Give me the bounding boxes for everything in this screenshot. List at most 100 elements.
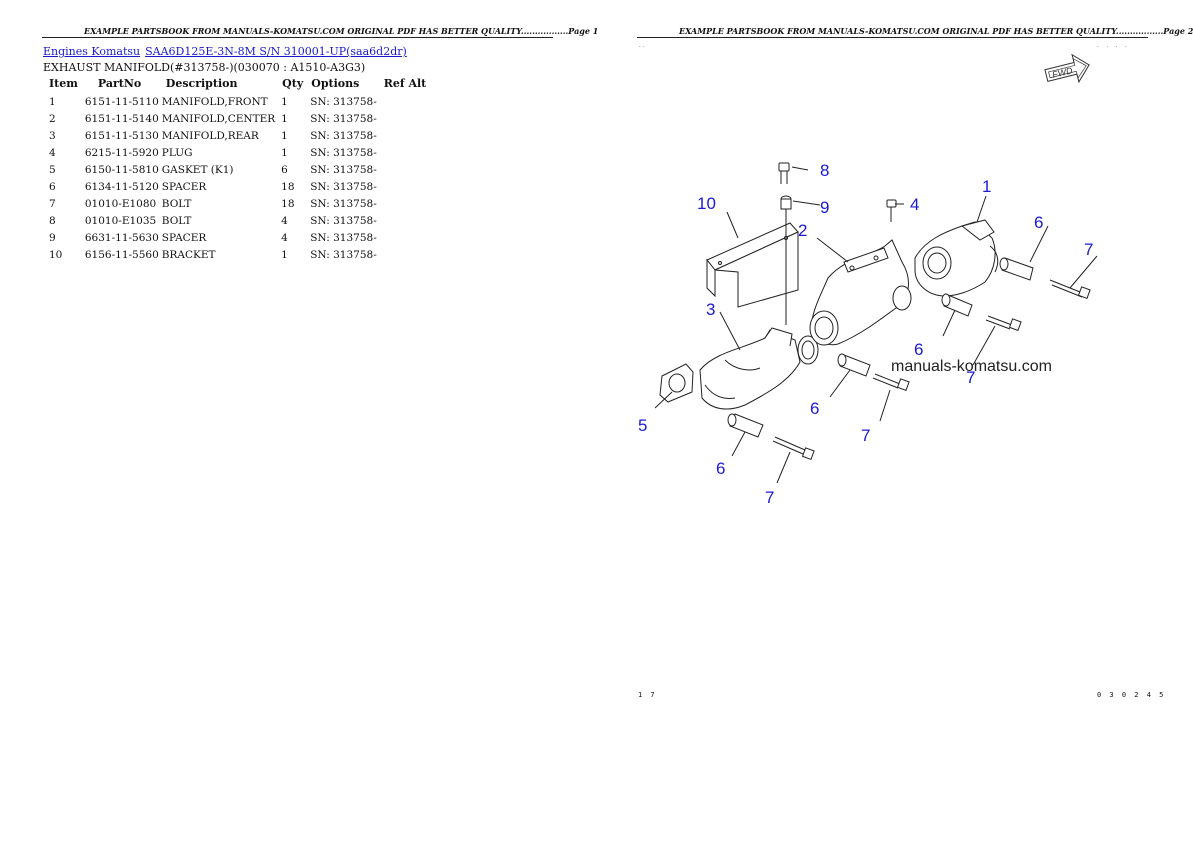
cell-description: MANIFOLD,CENTER	[161, 112, 276, 125]
cell-options: SN: 313758-	[310, 163, 377, 176]
breadcrumb: Engines Komatsu SAA6D125E-3N-8M S/N 31000…	[43, 45, 407, 58]
cell-item: 8	[49, 214, 56, 227]
breadcrumb-link-engines[interactable]: Engines Komatsu	[43, 45, 141, 58]
callout-3: 3	[706, 300, 715, 319]
center-manifold-drawing	[809, 239, 912, 346]
cell-options: SN: 313758-	[310, 214, 377, 227]
cell-partno: 6151-11-5140	[84, 112, 159, 125]
front-manifold-drawing	[914, 219, 999, 297]
cell-description: GASKET (K1)	[161, 163, 234, 176]
cell-refalt	[380, 127, 431, 144]
cell-refalt	[380, 229, 431, 246]
cell-description: SPACER	[161, 231, 207, 244]
fwd-label: FWD	[1051, 65, 1074, 80]
cell-item: 4	[49, 146, 56, 159]
callout-5: 5	[638, 416, 647, 435]
footer-left-code: 1 7	[638, 691, 657, 699]
bracket-part-drawing	[706, 222, 799, 308]
cell-description: MANIFOLD,FRONT	[161, 95, 268, 108]
cell-qty: 18	[281, 197, 295, 210]
cell-qty: 1	[281, 129, 288, 142]
callout-9: 9	[820, 198, 829, 217]
cell-refalt	[380, 93, 431, 110]
cell-qty: 1	[281, 95, 288, 108]
cell-refalt	[380, 212, 431, 229]
cell-options: SN: 313758-	[310, 146, 377, 159]
cell-description: PLUG	[161, 146, 193, 159]
cell-partno: 6151-11-5110	[84, 95, 159, 108]
parts-list-page: EXAMPLE PARTSBOOK FROM MANUALS-KOMATSU.C…	[0, 0, 598, 842]
cell-options: SN: 313758-	[310, 95, 377, 108]
cell-qty: 18	[281, 180, 295, 193]
callout-2: 2	[798, 221, 807, 240]
callout-6: 6	[1034, 213, 1043, 232]
cell-description: SPACER	[161, 180, 207, 193]
cell-options: SN: 313758-	[310, 248, 377, 261]
cell-refalt	[380, 195, 431, 212]
parts-table: Item PartNo Description Qty Options Ref …	[43, 77, 430, 263]
cell-qty: 4	[281, 231, 288, 244]
bolt-drawings	[772, 279, 1091, 461]
cell-options: SN: 313758-	[310, 231, 377, 244]
column-header-partno: PartNo	[97, 77, 142, 90]
cell-options: SN: 313758-	[310, 180, 377, 193]
cell-item: 5	[49, 163, 56, 176]
cell-refalt	[380, 246, 431, 263]
callout-4: 4	[910, 195, 919, 214]
cell-description: BOLT	[161, 197, 192, 210]
callout-6: 6	[914, 340, 923, 359]
cell-refalt	[380, 178, 431, 195]
diagram-line-art	[654, 162, 1098, 484]
cell-refalt	[380, 161, 431, 178]
cell-options: SN: 313758-	[310, 197, 377, 210]
callout-7: 7	[765, 488, 774, 507]
fwd-arrow-icon: FWD	[1044, 53, 1090, 84]
callout-7: 7	[1084, 240, 1093, 259]
cell-options: SN: 313758-	[310, 129, 377, 142]
cell-refalt	[380, 144, 431, 161]
cell-partno: 6150-11-5810	[84, 163, 159, 176]
cell-qty: 1	[281, 248, 288, 261]
cell-description: BOLT	[161, 214, 192, 227]
cell-item: 3	[49, 129, 56, 142]
breadcrumb-link-model[interactable]: SAA6D125E-3N-8M S/N 310001-UP(saa6d2dr)	[145, 45, 407, 58]
column-header-refalt: Ref Alt	[383, 77, 427, 90]
cell-description: MANIFOLD,REAR	[161, 129, 259, 142]
cell-refalt	[380, 110, 431, 127]
column-header-qty: Qty	[282, 77, 304, 90]
bolt-spacer-stack-drawing	[778, 162, 792, 325]
cell-partno: 01010-E1035	[84, 214, 157, 227]
callout-8: 8	[820, 161, 829, 180]
cell-partno: 6134-11-5120	[84, 180, 159, 193]
plug-drawing	[886, 199, 897, 222]
callout-leader-lines	[654, 166, 1098, 484]
callout-7: 7	[966, 368, 975, 387]
cell-item: 1	[49, 95, 56, 108]
cell-item: 6	[49, 180, 56, 193]
scan-artifact: . .	[639, 43, 644, 49]
callout-1: 1	[982, 177, 991, 196]
cell-item: 2	[49, 112, 56, 125]
table-row: 7 01010-E1080 BOLT 18 SN: 313758-	[43, 195, 430, 212]
cell-options: SN: 313758-	[310, 112, 377, 125]
cell-item: 7	[49, 197, 56, 210]
footer-right-code: 0 3 0 2 4 5	[1097, 691, 1166, 699]
cell-qty: 6	[281, 163, 288, 176]
cell-description: BRACKET	[161, 248, 216, 261]
header-divider	[637, 37, 1148, 38]
callout-6: 6	[810, 399, 819, 418]
cell-partno: 6151-11-5130	[84, 129, 159, 142]
table-header-row: Item PartNo Description Qty Options Ref …	[43, 77, 430, 93]
cell-partno: 01010-E1080	[84, 197, 157, 210]
cell-partno: 6215-11-5920	[84, 146, 159, 159]
diagram-page: EXAMPLE PARTSBOOK FROM MANUALS-KOMATSU.C…	[595, 0, 1193, 842]
cell-partno: 6631-11-5630	[84, 231, 159, 244]
